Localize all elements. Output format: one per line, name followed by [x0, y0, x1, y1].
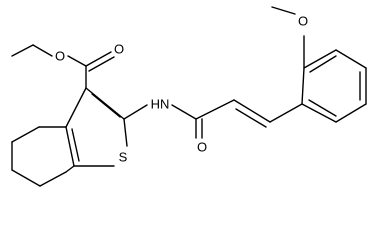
molecule-canvas: O O HN S O O — [11, 6, 367, 187]
methoxy-oxygen-label: O — [298, 14, 308, 29]
methoxy-group — [271, 6, 305, 69]
structure-drawing: O O HN S O O — [11, 6, 367, 187]
benzene-ring — [301, 49, 367, 123]
alkene-chain — [195, 99, 303, 128]
ethyl-group — [11, 44, 53, 57]
ester-oxygen-label: O — [55, 49, 65, 64]
amide-linkage — [123, 104, 203, 139]
cyclohexene-ring — [11, 126, 75, 187]
amide-oxygen-label: O — [197, 140, 207, 155]
thiophene-sulfur-label: S — [119, 150, 128, 165]
thiophene-ring — [65, 87, 128, 167]
ester-group — [67, 51, 115, 89]
ester-carbonyl-oxygen-label: O — [114, 42, 124, 57]
atom-labels: O O HN S O O — [53, 14, 310, 165]
amide-nitrogen-label: HN — [151, 97, 170, 112]
